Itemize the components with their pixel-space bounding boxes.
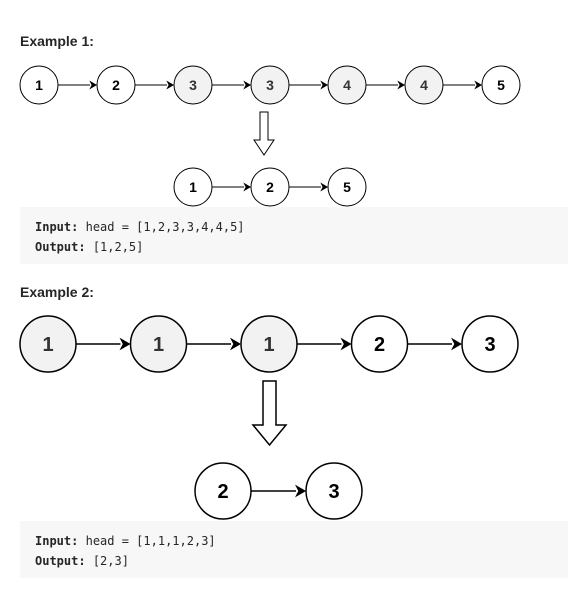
node-circle [327, 65, 367, 105]
example-2-code: Input: head = [1,1,1,2,3] Output: [2,3] [20, 521, 568, 578]
example-1-diagram: 1 2 3 3 4 4 5 1 2 5 [19, 65, 521, 207]
input-list-node: 3 [461, 315, 519, 373]
output-line: Output: [2,3] [35, 551, 553, 571]
input-list-arrowhead [397, 80, 405, 90]
input-list-arrowhead [89, 80, 97, 90]
node-circle [240, 315, 298, 373]
input-list-arrowhead [230, 337, 241, 351]
output-list-node: 2 [194, 462, 252, 520]
node-circle [327, 167, 367, 207]
node-circle [129, 315, 188, 373]
node-circle [481, 65, 521, 105]
node-circle [305, 462, 363, 520]
input-list-node: 2 [96, 65, 136, 105]
example-2-diagram: 1 1 1 2 3 2 3 [19, 315, 519, 520]
input-list-arrowhead [474, 80, 482, 90]
node-value: 4 [343, 77, 351, 93]
node-circle [19, 315, 77, 373]
node-value: 5 [343, 179, 351, 195]
node-circle [250, 65, 290, 105]
input-list-arrowhead [243, 80, 251, 90]
input-list-node: 1 [129, 315, 188, 373]
input-list-node: 4 [327, 65, 367, 105]
node-circle [19, 65, 59, 105]
node-circle [96, 65, 136, 105]
output-list-node: 2 [250, 167, 290, 207]
input-list-node: 1 [19, 315, 77, 373]
output-value: [2,3] [92, 554, 129, 568]
example-1-code: Input: head = [1,2,3,3,4,4,5] Output: [1… [20, 207, 568, 264]
output-label: Output: [35, 240, 86, 254]
node-value: 3 [266, 77, 274, 93]
output-list-node: 5 [327, 167, 367, 207]
node-value: 3 [484, 334, 495, 356]
node-value: 2 [374, 334, 385, 356]
output-list-node: 3 [305, 462, 363, 520]
node-value: 1 [189, 179, 197, 195]
input-list-arrowhead [451, 337, 462, 351]
node-value: 5 [497, 77, 505, 93]
input-list-node: 1 [240, 315, 298, 373]
input-list-arrowhead [320, 80, 328, 90]
input-list-node: 3 [250, 65, 290, 105]
transform-arrow-icon [253, 111, 275, 156]
input-list-arrowhead [340, 337, 352, 351]
node-circle [404, 65, 444, 105]
output-list-arrowhead [243, 182, 251, 192]
input-list-arrowhead [166, 80, 174, 90]
input-list-node: 1 [19, 65, 59, 105]
example-2-heading: Example 2: [20, 284, 94, 300]
example-1-heading: Example 1: [20, 33, 94, 49]
node-circle [250, 167, 290, 207]
input-label: Input: [35, 534, 79, 548]
output-list-node: 1 [173, 167, 213, 207]
input-list-node: 4 [404, 65, 444, 105]
input-line: Input: head = [1,1,1,2,3] [35, 531, 553, 551]
input-line: Input: head = [1,2,3,3,4,4,5] [35, 217, 553, 237]
node-circle [173, 65, 213, 105]
output-label: Output: [35, 554, 86, 568]
node-value: 2 [217, 481, 228, 503]
output-list-arrowhead [295, 484, 306, 498]
transform-arrow-icon [251, 380, 288, 447]
input-list-node: 3 [173, 65, 213, 105]
node-value: 1 [263, 334, 274, 356]
node-value: 2 [112, 77, 120, 93]
node-value: 2 [266, 179, 274, 195]
node-value: 1 [35, 77, 43, 93]
input-value: head = [1,2,3,3,4,4,5] [85, 220, 245, 234]
input-list-arrowhead [119, 337, 131, 351]
input-list-node: 5 [481, 65, 521, 105]
node-value: 3 [328, 481, 339, 503]
node-circle [350, 315, 409, 373]
node-circle [194, 462, 252, 520]
node-value: 1 [42, 334, 53, 356]
output-value: [1,2,5] [92, 240, 144, 254]
input-label: Input: [35, 220, 79, 234]
input-list-node: 2 [350, 315, 409, 373]
node-value: 1 [153, 334, 164, 356]
input-value: head = [1,1,1,2,3] [85, 534, 216, 548]
node-circle [461, 315, 519, 373]
output-list-arrowhead [320, 182, 328, 192]
node-value: 4 [420, 77, 428, 93]
node-circle [173, 167, 213, 207]
node-value: 3 [189, 77, 197, 93]
output-line: Output: [1,2,5] [35, 237, 553, 257]
